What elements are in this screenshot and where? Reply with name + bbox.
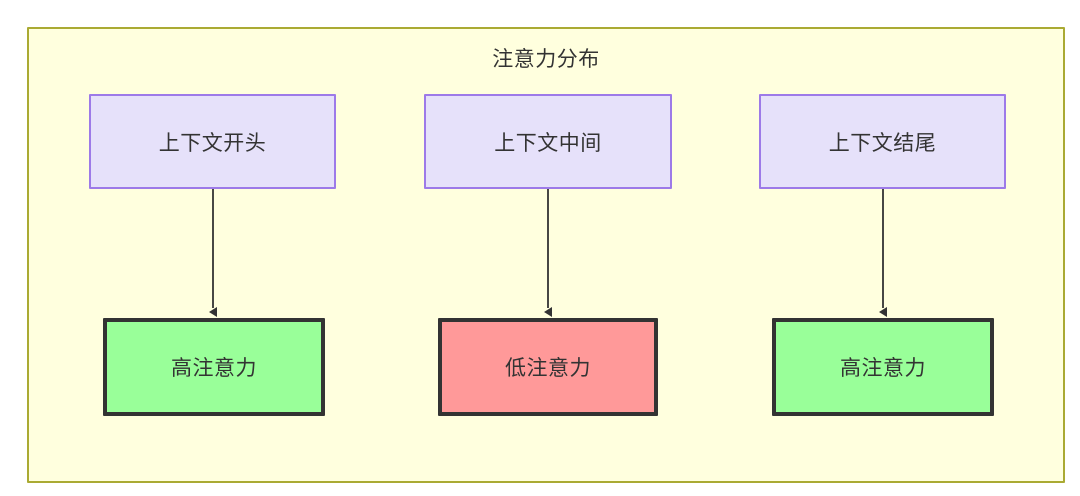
node-attention-low-middle[interactable]: 低注意力: [438, 318, 658, 416]
node-attention-high-end[interactable]: 高注意力: [772, 318, 994, 416]
node-label: 高注意力: [171, 357, 257, 380]
node-context-end[interactable]: 上下文结尾: [759, 94, 1006, 189]
cluster-title: 注意力分布: [492, 48, 600, 71]
node-label: 上下文结尾: [828, 131, 937, 155]
node-context-middle[interactable]: 上下文中间: [424, 94, 672, 189]
node-label: 上下文开头: [158, 131, 267, 155]
node-label: 高注意力: [840, 357, 926, 380]
node-attention-high-start[interactable]: 高注意力: [103, 318, 325, 416]
node-context-start[interactable]: 上下文开头: [89, 94, 336, 189]
node-label: 上下文中间: [494, 131, 602, 155]
node-label: 低注意力: [505, 357, 591, 380]
